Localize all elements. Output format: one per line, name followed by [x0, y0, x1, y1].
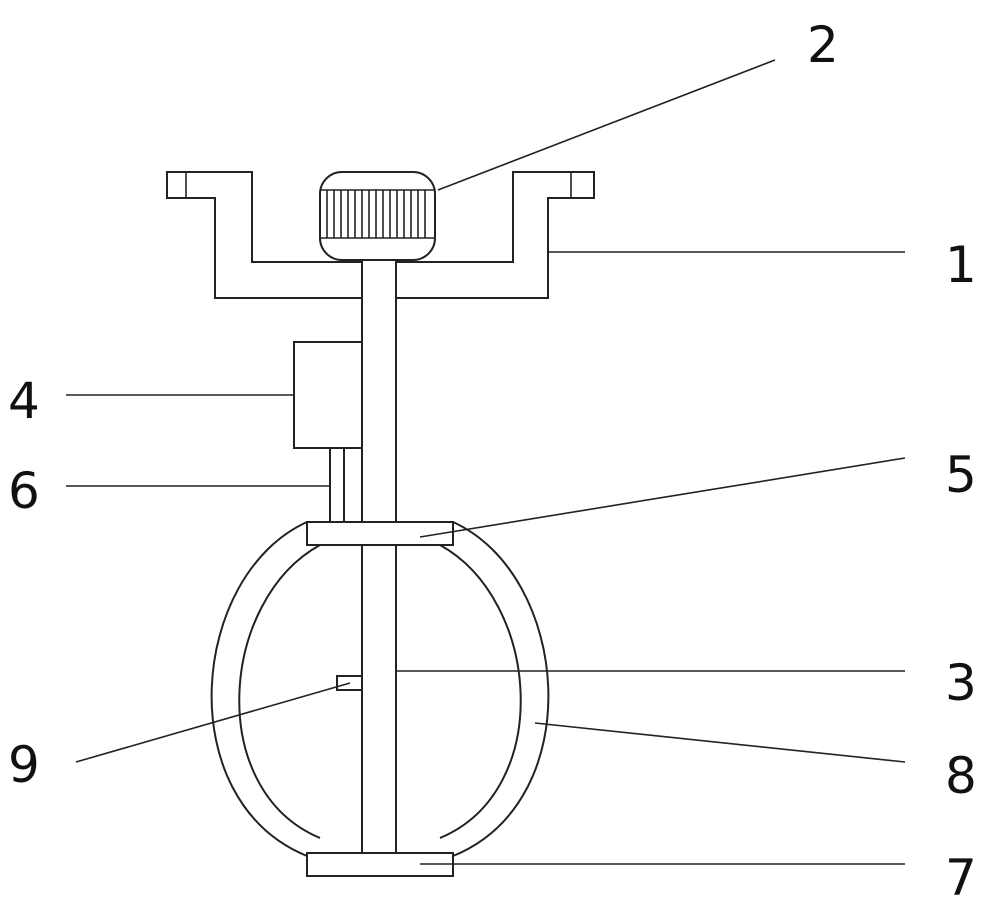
label-6: 6	[8, 462, 40, 520]
label-3: 3	[945, 654, 977, 712]
label-4: 4	[8, 372, 40, 430]
label-9: 9	[8, 736, 40, 794]
label-8: 8	[945, 747, 977, 805]
knurl-lines	[326, 190, 426, 238]
label-2: 2	[807, 16, 839, 74]
label-5: 5	[945, 446, 977, 504]
top-plate	[306, 521, 454, 546]
top-bracket	[166, 171, 595, 299]
motor-box	[293, 341, 363, 449]
leader-9	[75, 682, 351, 763]
curved-arms	[210, 521, 550, 857]
leader-5	[419, 457, 906, 538]
vertical-rod	[361, 257, 397, 857]
leader-8	[534, 722, 906, 763]
reference-numerals: 2 1 4 6 5 3 9 8 7	[8, 16, 977, 903]
leader-lines	[66, 59, 906, 865]
label-7: 7	[945, 849, 977, 903]
label-1: 1	[945, 236, 977, 294]
connecting-shaft	[329, 447, 345, 524]
knurled-knob	[319, 171, 436, 261]
leader-2	[437, 59, 776, 191]
